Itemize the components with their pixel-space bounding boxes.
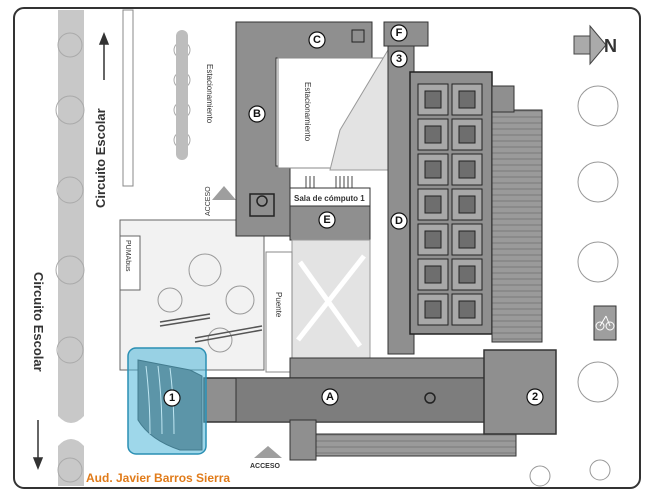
building-d-cell <box>451 83 483 116</box>
building-d-cell-inner <box>458 90 476 109</box>
building-d-cell-inner <box>458 265 476 284</box>
building-d-cells <box>417 83 483 326</box>
svg-text:2: 2 <box>532 391 538 403</box>
puente <box>265 251 293 373</box>
building-d-cell-inner <box>458 300 476 319</box>
access-marker-bottom <box>254 446 282 458</box>
svg-text:3: 3 <box>396 53 402 65</box>
building-d-cell <box>451 153 483 186</box>
building-d-cell-inner <box>424 265 442 284</box>
road-label-top: Circuito Escolar <box>93 108 108 208</box>
road-split <box>58 416 84 446</box>
building-d-cell-inner <box>458 195 476 214</box>
building-label-2: 2 <box>526 388 544 406</box>
building-label-f: F <box>390 24 408 42</box>
building-label-d: D <box>390 212 408 230</box>
building-a-base <box>289 357 491 381</box>
bike-icon <box>595 315 615 331</box>
road-outer <box>58 10 84 486</box>
svg-text:A: A <box>326 391 334 403</box>
north-label: N <box>604 36 617 56</box>
access-label-top: ACCESO <box>205 186 212 216</box>
pumabus-stop <box>119 235 141 291</box>
building-2 <box>483 349 557 435</box>
building-d-cell-inner <box>424 160 442 179</box>
trees-left <box>55 32 191 483</box>
svg-text:E: E <box>323 214 330 226</box>
building-d-cell-inner <box>424 300 442 319</box>
building-d-cell-inner <box>458 125 476 144</box>
building-a-dark <box>235 377 517 423</box>
building-b-stairs-circle <box>256 195 268 207</box>
hedge-row <box>176 30 188 160</box>
building-d-cell-inner <box>424 230 442 249</box>
building-d-cell-inner <box>458 230 476 249</box>
building-bc <box>235 21 373 237</box>
access-marker-top <box>212 186 236 200</box>
puente-label: Puente <box>274 292 283 318</box>
building-d-cell-inner <box>424 90 442 109</box>
road-label-bottom: Circuito Escolar <box>31 272 46 372</box>
sala-label: Sala de cómputo 1 <box>294 194 365 203</box>
sala-vents <box>305 176 353 188</box>
stepped-block-top <box>491 85 515 113</box>
building-a-marker <box>424 392 436 404</box>
rail-tracks <box>159 313 263 343</box>
north-arrow-icon <box>573 24 607 66</box>
svg-text:D: D <box>395 215 403 227</box>
parking-label-left: Estacionamiento <box>205 64 214 124</box>
svg-text:F: F <box>396 27 403 39</box>
building-d-cell-inner <box>458 160 476 179</box>
garden-area <box>119 219 265 371</box>
building-label-e: E <box>318 211 336 229</box>
building-label-3: 3 <box>390 50 408 68</box>
road-inner <box>122 9 134 187</box>
building-b-stairs <box>249 193 275 217</box>
pumabus-label: PUMAbus <box>124 240 131 272</box>
building-d-cell <box>451 118 483 151</box>
sala-banner <box>289 187 371 207</box>
road-arrow-up-icon <box>98 31 110 80</box>
auditorium-label: Aud. Javier Barros Sierra <box>86 471 230 485</box>
access-label-bottom: ACCESO <box>250 463 281 470</box>
building-label-c: C <box>308 31 326 49</box>
building-d-cell-inner <box>424 195 442 214</box>
svg-text:B: B <box>253 108 261 120</box>
trees-right <box>529 85 619 487</box>
road-arrow-down-icon <box>32 420 44 471</box>
building-label-b: B <box>248 105 266 123</box>
building-label-a: A <box>321 388 339 406</box>
courtyard-paths <box>296 254 366 348</box>
lower-hatched <box>309 433 517 457</box>
parking-label-right: Estacionamiento <box>303 82 312 142</box>
building-d-cell-inner <box>424 125 442 144</box>
building-a-lower <box>289 419 317 461</box>
bike-parking-icon <box>593 305 617 341</box>
svg-text:C: C <box>313 34 321 46</box>
building-label-1[interactable]: 1 <box>163 389 181 407</box>
building-c-box <box>351 29 365 43</box>
stepped-block <box>491 109 543 343</box>
svg-text:1: 1 <box>169 392 175 404</box>
